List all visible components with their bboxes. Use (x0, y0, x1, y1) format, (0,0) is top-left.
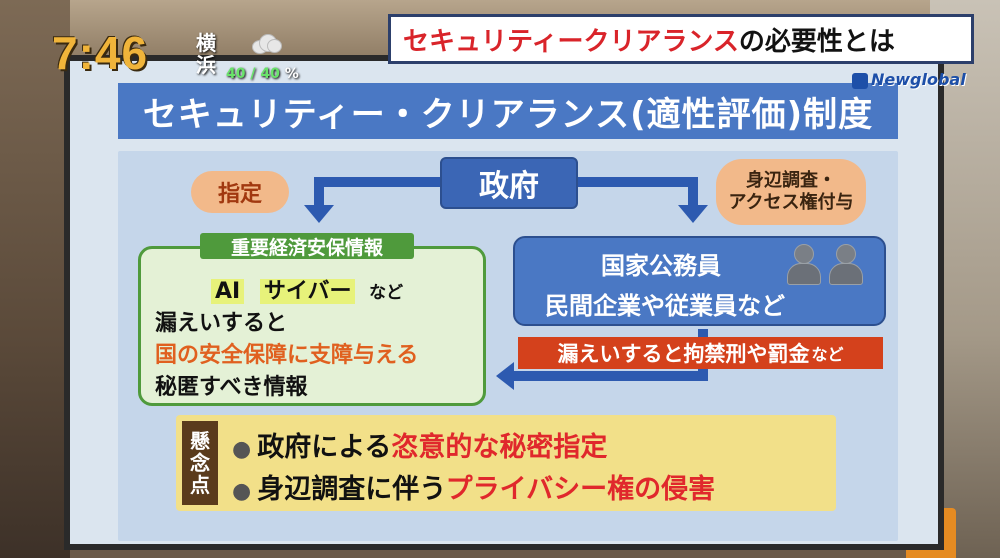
arrow-left-horizontal (318, 177, 442, 187)
topic-banner: セキュリティークリアランスの必要性とは (388, 14, 974, 64)
penalty-main: 漏えいすると拘禁刑や罰金 (557, 342, 810, 366)
background-check-tag: 身辺調査・ アクセス権付与 (716, 159, 866, 225)
background-check-line1: 身辺調査・ (746, 169, 836, 191)
person-icon (825, 244, 865, 285)
concerns-tag-char: 懸 (190, 429, 210, 453)
logo-text: Newglobal (871, 70, 966, 89)
weather-city: 横浜 (196, 31, 216, 77)
staff-line-2: 民間企業や従業員など (545, 292, 785, 320)
designate-tag: 指定 (191, 171, 289, 213)
board-title: セキュリティー・クリアランス(適性評価)制度 (118, 83, 898, 139)
concern-item-1-b: 恣意的な秘密指定 (391, 432, 608, 463)
info-line-2: 漏えいすると (155, 311, 288, 336)
concerns-tag-char: 点 (190, 473, 210, 497)
bullet-icon: ● (232, 437, 252, 462)
concern-item-2: ●身辺調査に伴うプライバシー権の侵害 (232, 467, 715, 506)
info-line-4: 秘匿すべき情報 (155, 375, 308, 400)
arrow-right-vertical (688, 177, 698, 207)
important-info-label: 重要経済安保情報 (200, 233, 414, 259)
penalty-banner: 漏えいすると拘禁刑や罰金 など (518, 337, 883, 369)
arrow-left-head (304, 205, 334, 223)
humidity-readout: 40 / 40 % (226, 66, 299, 82)
studio-background-left (0, 0, 70, 558)
cloud-icon (250, 34, 282, 54)
important-info-box: AI サイバー など 漏えいすると 国の安全保障に支障与える 秘匿すべき情報 (138, 246, 486, 406)
topic-accent: セキュリティークリアランス (403, 26, 739, 57)
concern-item-1: ●政府による恣意的な秘密指定 (232, 425, 607, 464)
concerns-tag-char: 念 (190, 451, 210, 475)
arrow-return-head (496, 362, 514, 390)
concern-item-2-b: プライバシー権の侵害 (445, 474, 716, 505)
concern-item-1-a: 政府による (257, 432, 392, 463)
arrow-right-horizontal (574, 177, 694, 187)
arrow-left-vertical (314, 177, 324, 207)
topic-rest: の必要性とは (738, 26, 895, 57)
humidity-values: 40 / 40 (226, 66, 280, 82)
info-line-1: AI サイバー など (211, 273, 403, 305)
concerns-box: 懸 念 点 ●政府による恣意的な秘密指定 ●身辺調査に伴うプライバシー権の侵害 (176, 415, 836, 511)
arrow-right-head (678, 205, 708, 223)
penalty-etc: など (811, 345, 844, 364)
logo-mark-icon (852, 72, 868, 89)
government-box: 政府 (440, 157, 578, 209)
bullet-icon: ● (232, 479, 252, 504)
background-check-line2: アクセス権付与 (728, 192, 854, 213)
diagram-area: 政府 指定 身辺調査・ アクセス権付与 AI サイバー など 漏えいすると 国の… (118, 151, 898, 541)
info-etc: など (369, 283, 404, 303)
staff-box: 国家公務員 民間企業や従業員など (513, 236, 886, 326)
explainer-board: セキュリティー・クリアランス(適性評価)制度 政府 指定 身辺調査・ アクセス権… (70, 61, 938, 544)
cyber-highlight: サイバー (259, 279, 356, 304)
ai-highlight: AI (211, 279, 245, 304)
studio-monitor: セキュリティー・クリアランス(適性評価)制度 政府 指定 身辺調査・ アクセス権… (64, 55, 944, 550)
staff-line-1: 国家公務員 (601, 252, 721, 280)
concerns-tag: 懸 念 点 (182, 421, 218, 505)
arrow-return-horizontal (513, 371, 708, 381)
info-line-3: 国の安全保障に支障与える (155, 343, 419, 368)
person-icon (783, 244, 823, 285)
broadcast-clock: 7:46 (52, 27, 149, 79)
concern-item-2-a: 身辺調査に伴う (257, 474, 446, 505)
humidity-percent: % (284, 66, 299, 82)
program-logo: Newglobal (852, 70, 982, 92)
